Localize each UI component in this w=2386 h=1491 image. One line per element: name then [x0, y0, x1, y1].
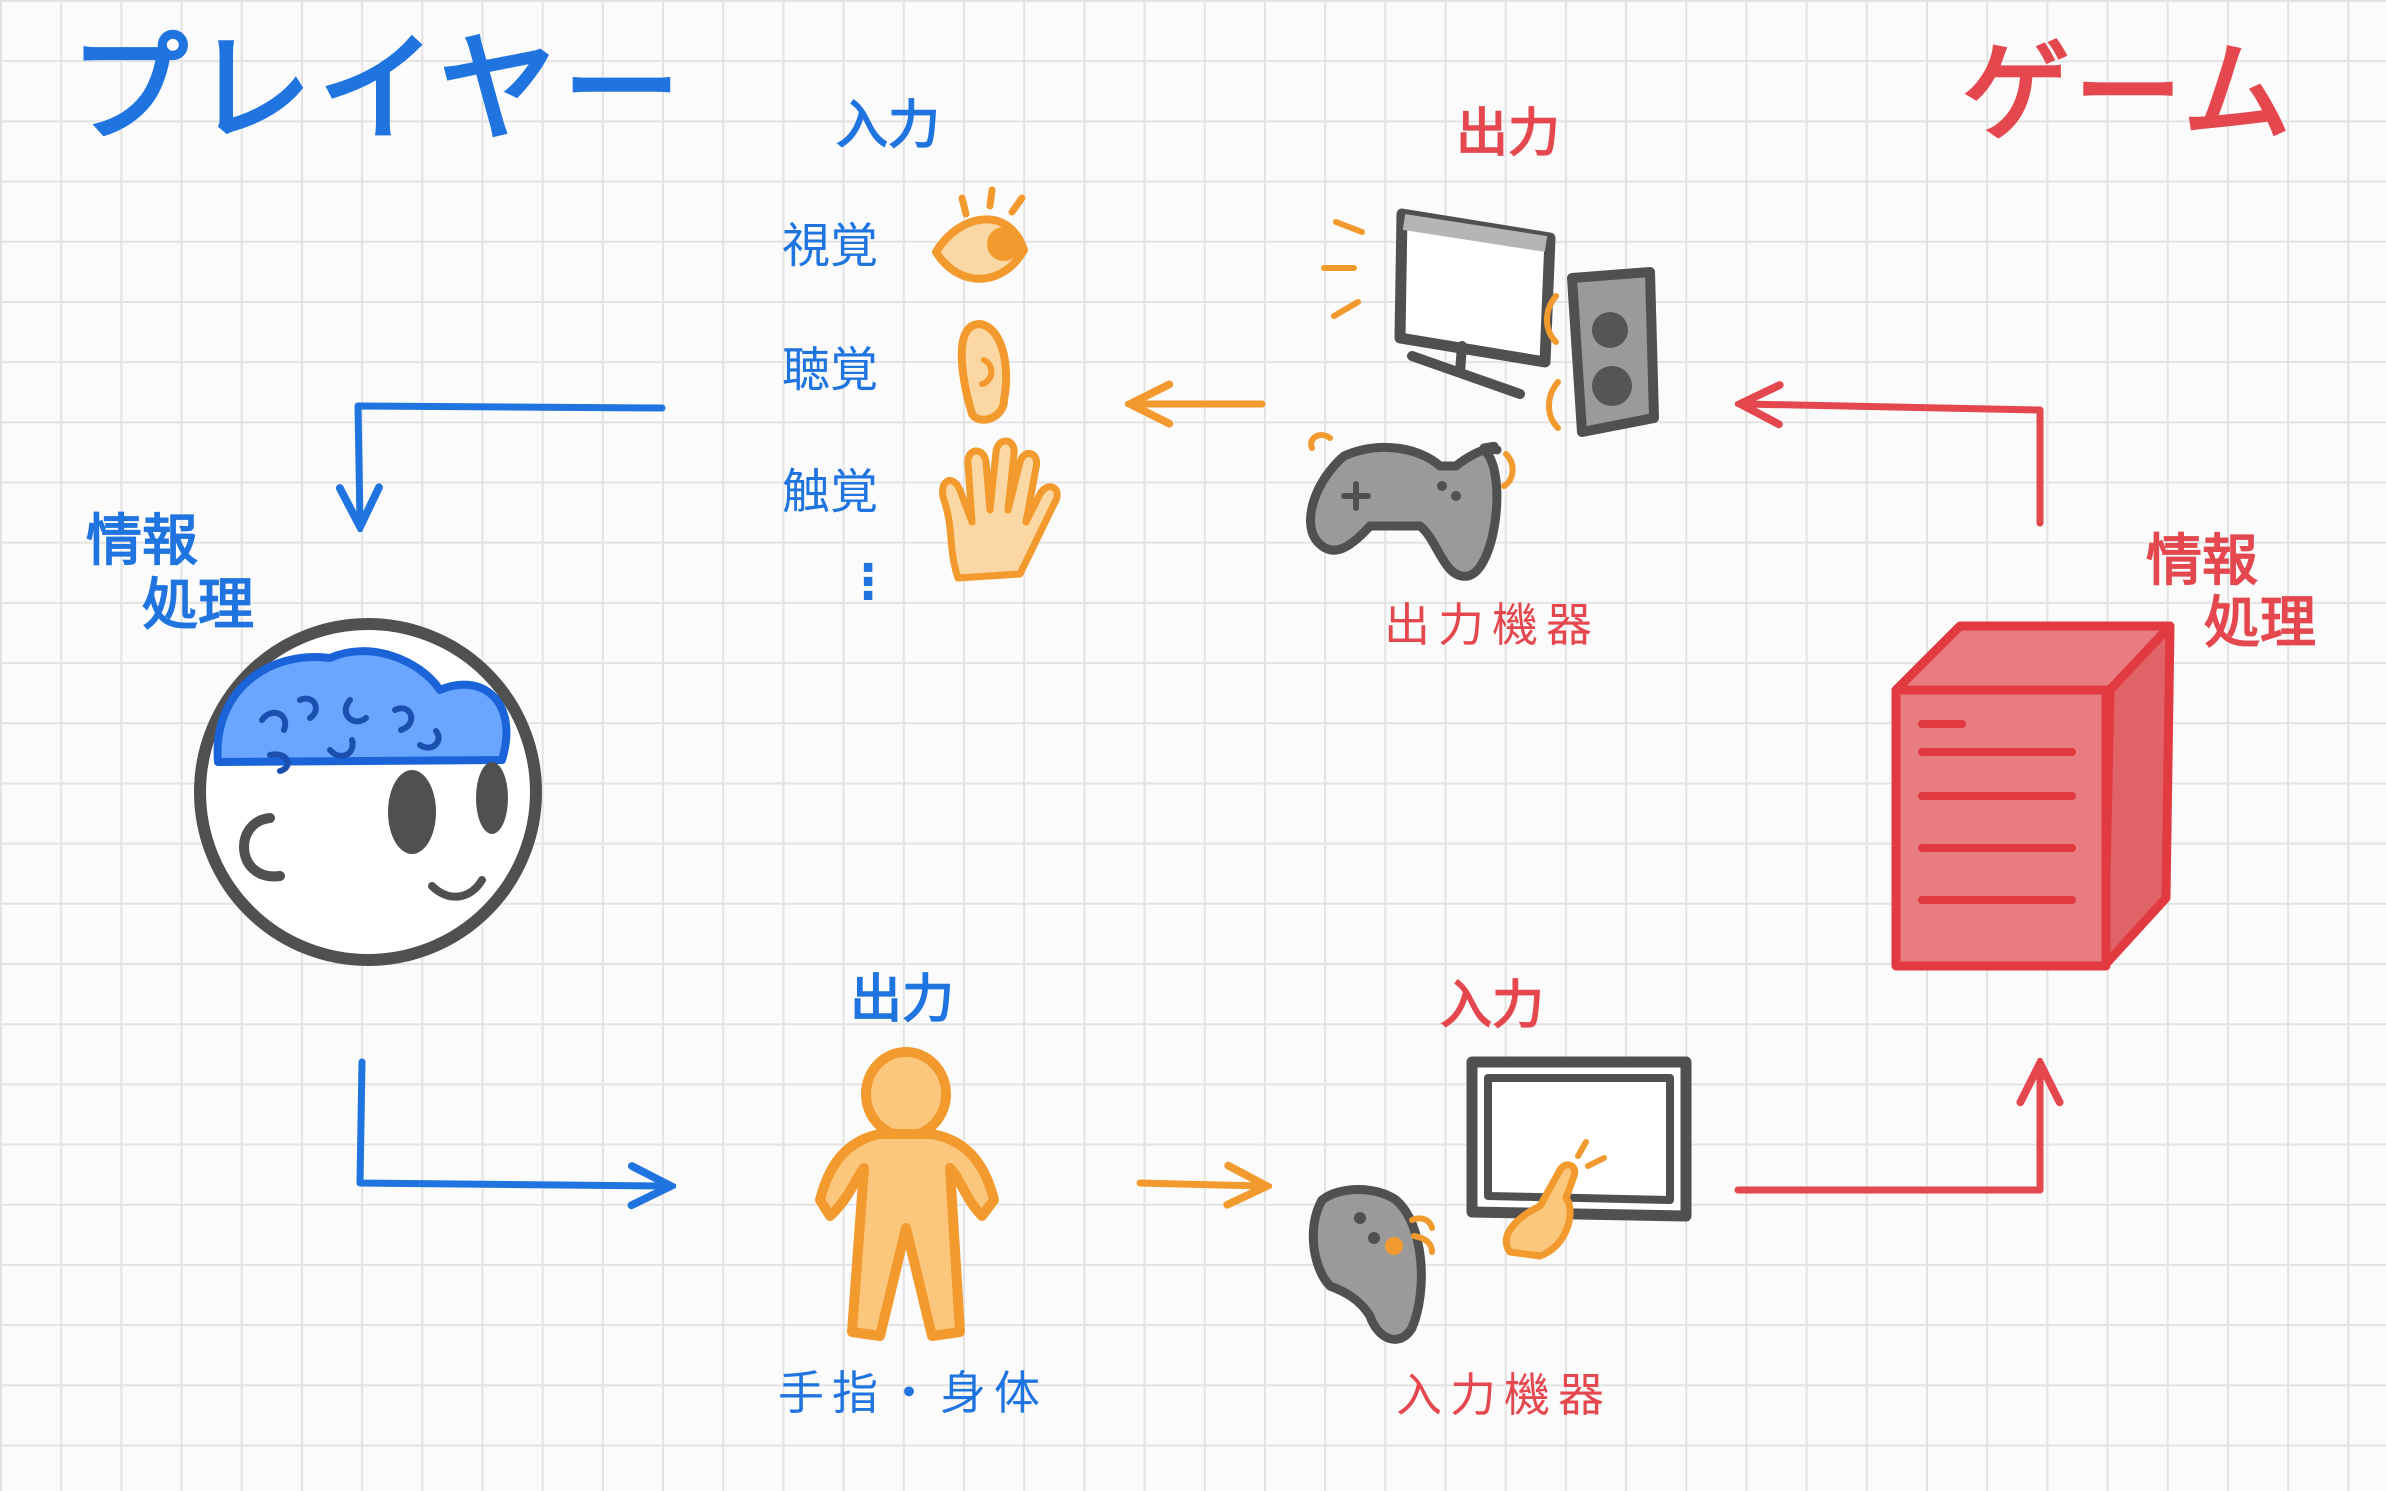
input-device-caption: 入力機器 [1396, 1368, 1612, 1422]
player-title: プレイヤー [70, 20, 687, 158]
monitor-icon [1321, 208, 1556, 399]
game-input-header: 入力 [1440, 976, 1545, 1036]
arrow-input-device-to-game [1734, 1068, 2040, 1194]
touchscreen-icon [1466, 1056, 1692, 1260]
ear-icon [957, 320, 1011, 424]
output-device-caption: 出力機器 [1384, 598, 1600, 652]
arrow-input-to-brain [358, 402, 666, 522]
gamepad-icon [1306, 432, 1516, 581]
speaker-icon [1544, 267, 1659, 437]
player-output-caption: 手指・身体 [778, 1366, 1048, 1420]
player-head-icon [194, 618, 542, 966]
arrow-body-to-input-device [1136, 1183, 1262, 1186]
arrow-brain-to-output [356, 1058, 666, 1186]
eye-icon [932, 186, 1028, 283]
server-icon [1891, 621, 2175, 971]
gamepad-input-icon [1308, 1185, 1435, 1344]
game-processing-line2: 処理 [2204, 591, 2316, 656]
arrow-game-to-output-device [1745, 404, 2044, 527]
player-processing-line2: 処理 [142, 573, 254, 638]
game-title: ゲーム [1962, 31, 2295, 156]
game-processing-line1: 情報 [2146, 529, 2258, 594]
hand-icon [939, 437, 1061, 582]
sense-label-touch: 触覚 [782, 464, 879, 520]
game-output-header: 出力 [1456, 104, 1561, 164]
player-input-header: 入力 [836, 96, 941, 156]
player-processing-line1: 情報 [86, 509, 198, 574]
sense-ellipsis: ⋮ [844, 554, 892, 610]
sense-label-sight: 視覚 [782, 218, 879, 274]
sense-label-hearing: 聴覚 [782, 342, 879, 398]
person-icon [815, 1047, 999, 1341]
player-output-header: 出力 [850, 970, 955, 1030]
